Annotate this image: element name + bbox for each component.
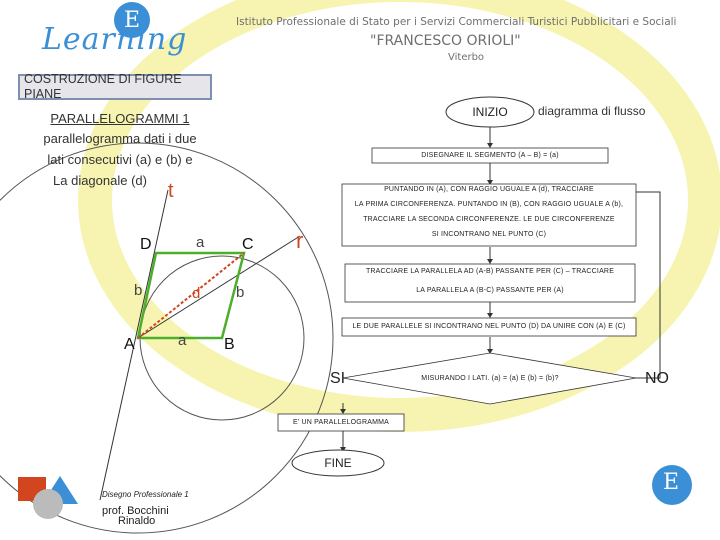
description-line1: parallelogramma dati i due bbox=[43, 131, 197, 146]
diagonal-d-label: d bbox=[192, 285, 201, 302]
start-node bbox=[445, 96, 535, 128]
line-t bbox=[99, 189, 169, 501]
step3-box bbox=[344, 263, 636, 303]
step1-box bbox=[371, 147, 609, 164]
end-label: FINE bbox=[324, 456, 352, 470]
footer-badge-icon bbox=[652, 465, 692, 505]
side-a-bottom: a bbox=[178, 332, 187, 349]
step4-box bbox=[341, 317, 637, 337]
title-box bbox=[18, 74, 212, 100]
yes-label: SI bbox=[330, 370, 346, 387]
title: COSTRUZIONE DI FIGURE PIANE bbox=[24, 72, 182, 102]
description-line3: La diagonale (d) bbox=[53, 173, 147, 188]
flowchart-title: diagramma di flusso bbox=[538, 104, 646, 118]
step2-line1: PUNTANDO IN (A), CON RAGGIO UGUALE A (d)… bbox=[384, 186, 594, 193]
step3-line2: LA PARALLELA A (B-C) PASSANTE PER (A) bbox=[416, 287, 564, 294]
footer-author-line2: Rinaldo bbox=[118, 515, 156, 527]
result-box bbox=[277, 413, 405, 432]
step1-text: DISEGNARE IL SEGMENTO (A – B) = (a) bbox=[421, 152, 559, 159]
line-r bbox=[137, 235, 301, 339]
step2-line3: TRACCIARE LA SECONDA CIRCONFERENZE. LE D… bbox=[363, 216, 615, 223]
vertex-B: B bbox=[224, 336, 235, 353]
no-label: NO bbox=[645, 370, 669, 387]
circle-center-A bbox=[0, 142, 334, 534]
decision-diamond bbox=[342, 352, 637, 405]
footer-drawing: Disegno Professionale 1 bbox=[102, 490, 189, 499]
logo-badge-icon bbox=[114, 2, 150, 38]
logo-badge-letter: E bbox=[124, 8, 141, 33]
side-b-right: b bbox=[236, 284, 245, 301]
footer-circle-grey bbox=[33, 489, 63, 519]
step2-line2: LA PRIMA CIRCONFERENZA. PUNTANDO IN (B),… bbox=[354, 201, 624, 208]
step2-box bbox=[341, 183, 637, 247]
label-t: t bbox=[168, 180, 174, 202]
decision-text: MISURANDO I LATI. (a) = (a) E (b) = (b)? bbox=[421, 375, 559, 382]
footer-author-line1: prof. Bocchini bbox=[102, 505, 169, 517]
label-r: r bbox=[296, 228, 304, 253]
step2-line4: SI INCONTRANO NEL PUNTO (C) bbox=[431, 231, 547, 238]
step4-text: LE DUE PARALLELE SI INCONTRANO NEL PUNTO… bbox=[352, 323, 626, 330]
institute-line: Istituto Professionale di Stato per i Se… bbox=[236, 16, 677, 28]
footer-badge-letter: E bbox=[663, 470, 680, 495]
end-node bbox=[291, 449, 385, 477]
start-label: INIZIO bbox=[472, 105, 508, 119]
diagonal-d bbox=[137, 252, 245, 339]
title-line2: PIANE bbox=[24, 87, 62, 101]
school-city: Viterbo bbox=[448, 52, 485, 63]
step3-line1: TRACCIARE LA PARALLELA AD (A-B) PASSANTE… bbox=[365, 268, 615, 275]
title-line1: COSTRUZIONE DI FIGURE bbox=[24, 72, 182, 86]
side-b-left: b bbox=[134, 282, 143, 299]
logo: Learning bbox=[42, 22, 188, 57]
vertex-A: A bbox=[124, 336, 135, 353]
school-name: "FRANCESCO ORIOLI" bbox=[370, 33, 521, 49]
vertex-C: C bbox=[242, 236, 254, 253]
description-line2: lati consecutivi (a) e (b) e bbox=[47, 152, 193, 167]
vertex-D: D bbox=[140, 236, 152, 253]
subtitle: PARALLELOGRAMMI 1 bbox=[50, 111, 190, 126]
result-text: E' UN PARALLELOGRAMMA bbox=[292, 419, 390, 426]
side-a-top: a bbox=[196, 234, 205, 251]
